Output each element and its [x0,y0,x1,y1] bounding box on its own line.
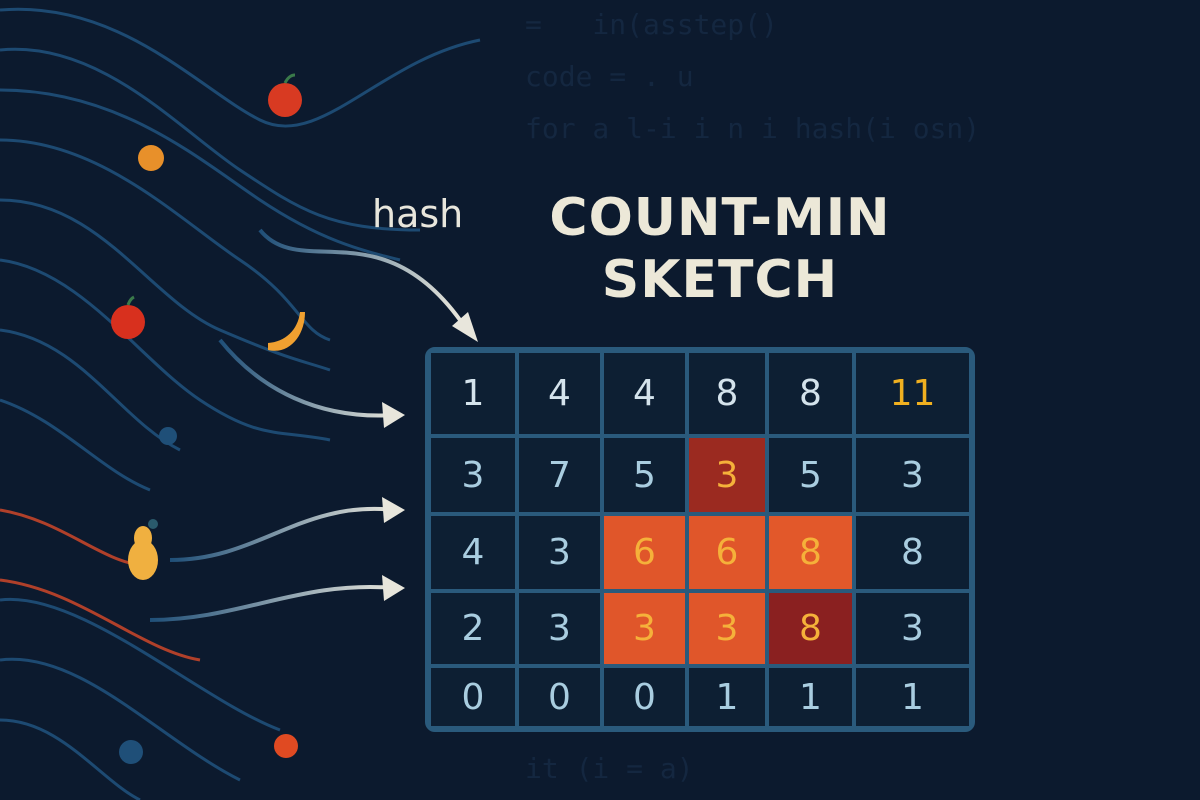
grid-cell: 3 [854,591,971,666]
background-code: it (i = a) [525,752,694,785]
hash-label: hash [372,192,464,236]
fruit-orange-icon [274,734,298,758]
fruit-pear-icon [128,519,158,580]
background-code: for a l-i i n i hash(i osn) [525,112,981,145]
fruit-blueberry-icon [159,427,177,445]
grid-cell: 3 [517,514,602,591]
stream-lines [0,7,481,800]
fruit-orange-icon [138,145,164,171]
grid-cell: 11 [854,351,971,436]
grid-cell: 3 [602,591,687,666]
grid-cell: 1 [767,666,854,728]
grid-cell: 0 [517,666,602,728]
grid-cell: 8 [767,514,854,591]
grid-cell: 4 [517,351,602,436]
grid-cell: 3 [854,436,971,514]
title-line-2: SKETCH [601,250,839,310]
grid-cell: 2 [429,591,517,666]
fruit-apple-icon [268,73,302,117]
grid-cell: 5 [602,436,687,514]
grid-cell: 0 [429,666,517,728]
grid-cell: 3 [687,591,767,666]
grid-cell: 3 [429,436,517,514]
grid-cell: 8 [687,351,767,436]
background-code: code = . u [525,60,694,93]
fruit-apple-icon [111,295,145,339]
fruit-banana-icon [268,312,305,351]
hash-arrows [149,228,462,622]
grid-cell: 4 [602,351,687,436]
grid-cell: 6 [602,514,687,591]
grid-cell: 7 [517,436,602,514]
stream-lines-red [0,508,201,662]
grid-cell: 5 [767,436,854,514]
grid-cell: 8 [854,514,971,591]
grid-cell: 1 [429,351,517,436]
fruit-blueberry-icon [119,740,143,764]
grid-cell: 8 [767,351,854,436]
grid-cell: 1 [687,666,767,728]
grid-cell: 3 [517,591,602,666]
grid-cell: 8 [767,591,854,666]
arrowheads [382,312,478,601]
grid-cell: 6 [687,514,767,591]
background-code: = in(asstep() [525,8,778,41]
grid-cell: 3 [687,436,767,514]
grid-cell: 1 [854,666,971,728]
grid-cell: 0 [602,666,687,728]
grid-cell: 4 [429,514,517,591]
title-line-1: COUNT-MIN [549,188,891,248]
